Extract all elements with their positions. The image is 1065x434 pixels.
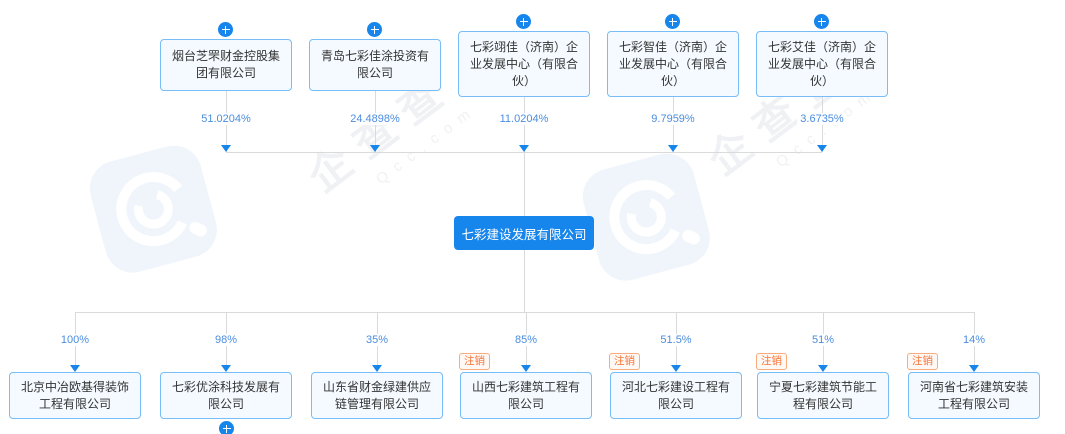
subsidiary-node[interactable]: 北京中冶欧基得装饰工程有限公司	[9, 372, 141, 419]
arrow-down-icon	[969, 365, 979, 372]
subsidiary-node[interactable]: 注销 河北七彩建设工程有限公司	[609, 353, 742, 419]
expand-icon[interactable]	[218, 22, 233, 37]
company-name: 河南省七彩建筑安装工程有限公司	[919, 379, 1028, 411]
subsidiary-node[interactable]: 注销 山西七彩建筑工程有限公司	[459, 353, 592, 419]
company-name: 七彩艾佳（济南）企业发展中心（有限合伙）	[767, 39, 876, 88]
company-name: 河北七彩建设工程有限公司	[621, 379, 730, 411]
expand-icon[interactable]	[665, 14, 680, 29]
shareholder-node[interactable]: 七彩智佳（济南）企业发展中心（有限合伙）	[607, 31, 739, 97]
arrow-down-icon	[521, 365, 531, 372]
ownership-percent: 35%	[362, 334, 392, 346]
arrow-down-icon	[671, 365, 681, 372]
arrow-down-icon	[221, 145, 231, 152]
ownership-percent: 85%	[511, 334, 541, 346]
subsidiary-node[interactable]: 山东省财金绿建供应链管理有限公司	[311, 372, 443, 419]
root-company-node[interactable]: 七彩建设发展有限公司	[454, 216, 594, 250]
arrow-down-icon	[221, 365, 231, 372]
arrow-down-icon	[668, 145, 678, 152]
subsidiary-node[interactable]: 注销 宁夏七彩建筑节能工程有限公司	[756, 353, 889, 419]
ownership-percent: 11.0204%	[496, 113, 552, 125]
arrow-down-icon	[370, 145, 380, 152]
ownership-percent: 51.0204%	[198, 113, 254, 125]
arrow-down-icon	[70, 365, 80, 372]
arrow-down-icon	[818, 365, 828, 372]
company-name: 山西七彩建筑工程有限公司	[471, 379, 580, 411]
company-name: 北京中冶欧基得装饰工程有限公司	[20, 379, 129, 411]
status-badge: 注销	[756, 353, 787, 370]
ownership-percent: 100%	[57, 334, 93, 346]
company-name: 宁夏七彩建筑节能工程有限公司	[768, 379, 877, 411]
ownership-percent: 51%	[808, 334, 838, 346]
company-name: 七彩优涂科技发展有限公司	[171, 379, 280, 411]
shareholder-node[interactable]: 青岛七彩佳涂投资有限公司	[309, 39, 441, 91]
company-name: 七彩智佳（济南）企业发展中心（有限合伙）	[618, 39, 727, 88]
subsidiary-node[interactable]: 注销 河南省七彩建筑安装工程有限公司	[907, 353, 1040, 419]
status-badge: 注销	[907, 353, 938, 370]
expand-icon[interactable]	[814, 14, 829, 29]
qcc-logo-watermark	[81, 137, 227, 286]
arrow-down-icon	[817, 145, 827, 152]
subsidiary-node[interactable]: 七彩优涂科技发展有限公司	[160, 372, 292, 419]
company-name: 七彩建设发展有限公司	[461, 227, 587, 242]
ownership-percent: 3.6735%	[797, 113, 847, 125]
shareholder-node[interactable]: 七彩艾佳（济南）企业发展中心（有限合伙）	[756, 31, 888, 97]
company-name: 烟台芝罘财金控股集团有限公司	[171, 49, 280, 80]
ownership-percent: 51.5%	[657, 334, 695, 346]
arrow-down-icon	[519, 145, 529, 152]
ownership-percent: 9.7959%	[648, 113, 698, 125]
connector-line	[75, 312, 974, 313]
company-name: 山东省财金绿建供应链管理有限公司	[322, 379, 431, 411]
status-badge: 注销	[459, 353, 490, 370]
expand-icon[interactable]	[219, 421, 234, 434]
ownership-percent: 24.4898%	[347, 113, 403, 125]
expand-icon[interactable]	[516, 14, 531, 29]
ownership-percent: 14%	[959, 334, 989, 346]
qcc-logo-watermark	[574, 145, 720, 294]
shareholder-node[interactable]: 七彩翊佳（济南）企业发展中心（有限合伙）	[458, 31, 590, 97]
ownership-percent: 98%	[211, 334, 241, 346]
company-name: 七彩翊佳（济南）企业发展中心（有限合伙）	[469, 39, 578, 88]
company-name: 青岛七彩佳涂投资有限公司	[320, 49, 429, 80]
watermark-brand-en: Qcc.com	[772, 83, 881, 172]
expand-icon[interactable]	[367, 22, 382, 37]
arrow-down-icon	[372, 365, 382, 372]
status-badge: 注销	[609, 353, 640, 370]
shareholder-node[interactable]: 烟台芝罘财金控股集团有限公司	[160, 39, 292, 91]
